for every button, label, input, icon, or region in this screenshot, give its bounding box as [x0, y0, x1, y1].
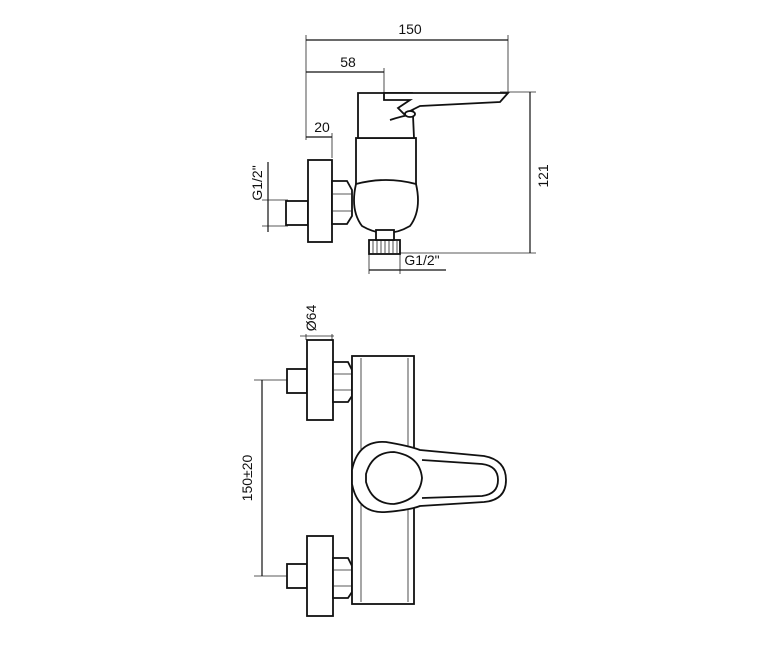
dim-height-label: 121 — [535, 164, 551, 188]
dim-inlet-thread-label: G1/2" — [249, 165, 265, 200]
front-lower-flange — [306, 535, 334, 617]
front-lever-handle — [351, 441, 507, 513]
dim-center-distance-label: 150±20 — [239, 454, 255, 501]
side-outlet-thread — [368, 239, 401, 255]
front-upper-hex-nut — [332, 361, 353, 403]
side-mixer-body — [355, 137, 417, 187]
front-view: Ø64 150±20 — [239, 305, 507, 617]
dim-flange-diameter-label: Ø64 — [303, 305, 319, 332]
side-wall-flange — [307, 159, 333, 243]
side-diverter-ball — [353, 179, 419, 234]
side-view: 150 58 20 121 G1/2" G1/2" — [249, 21, 551, 274]
front-lever-arm-contour — [421, 459, 499, 499]
dim-outlet-thread-label: G1/2" — [404, 252, 439, 268]
dim-total-width-label: 150 — [398, 21, 422, 37]
front-upper-flange — [306, 339, 334, 421]
front-lower-hex-nut — [332, 557, 353, 599]
front-upper-inlet-pipe — [286, 368, 308, 394]
side-inlet-pipe — [285, 200, 309, 226]
side-lever-pivot — [404, 110, 416, 118]
front-lower-inlet-pipe — [286, 563, 308, 589]
dim-spout-depth-label: 58 — [340, 54, 356, 70]
side-outlet-neck — [375, 229, 395, 241]
dim-flange-depth-label: 20 — [314, 119, 330, 135]
front-lever-hub — [365, 451, 423, 505]
side-lever-handle — [383, 92, 511, 116]
side-hex-nut — [331, 180, 353, 225]
